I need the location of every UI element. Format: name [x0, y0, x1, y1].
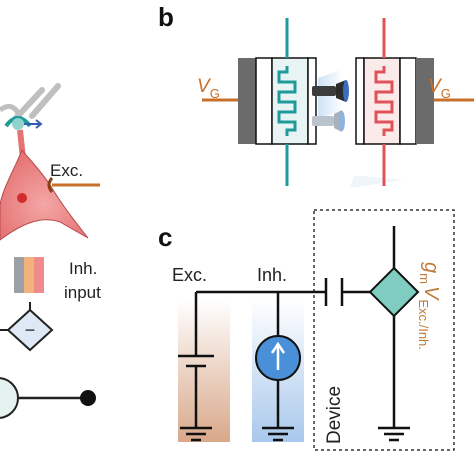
exc-label: Exc. — [172, 265, 207, 285]
vg-left-label: VG — [197, 76, 220, 101]
device-left — [202, 18, 317, 186]
neuron-illustration — [0, 83, 100, 241]
arrow-up-icon — [270, 341, 286, 354]
ground-icon — [180, 426, 212, 442]
neuron-soma — [0, 149, 89, 241]
exc-voltage-source — [178, 292, 214, 442]
ground-icon — [378, 426, 410, 442]
panel-c-letter: c — [158, 222, 172, 252]
channel-teal — [277, 66, 297, 136]
inh-input-bars — [14, 257, 44, 293]
left-exc-label: Exc. — [50, 161, 83, 180]
minus-symbol: − — [25, 320, 36, 340]
gate-right — [416, 58, 434, 144]
panel-b-letter: b — [158, 2, 174, 32]
device-box — [313, 209, 455, 451]
dependent-current-source — [368, 226, 420, 442]
inh-current-source — [255, 292, 301, 442]
ground-icon — [262, 426, 294, 442]
gm-label: gmVExc./Inh. — [416, 262, 442, 350]
left-inh-label-line1: Inh. — [69, 259, 97, 278]
gate-capacitor — [324, 278, 370, 306]
vg-right-label: VG — [428, 76, 451, 101]
device-label: Device — [324, 386, 345, 444]
flashlight-light-icon — [312, 110, 345, 132]
flashlight-dark-icon — [312, 80, 349, 102]
output-node — [0, 377, 96, 419]
inhibition-diamond: − — [0, 302, 54, 352]
gate-left — [238, 58, 256, 144]
neuron-nucleus — [17, 193, 27, 203]
device-right — [355, 18, 474, 186]
channel-red — [374, 66, 394, 136]
synapse-icon — [4, 116, 43, 130]
left-inh-label-line2: input — [64, 283, 101, 302]
inh-label: Inh. — [257, 265, 287, 285]
exc-source-bg — [178, 300, 230, 442]
